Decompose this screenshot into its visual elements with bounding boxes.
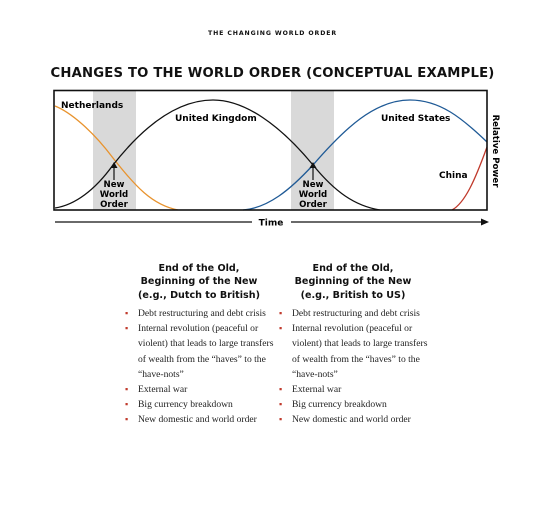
column-title-line-2: Beginning of the New (294, 276, 412, 288)
bullet-icon: ▪ (125, 323, 129, 334)
column-title-line-1: End of the Old, (158, 263, 240, 274)
list-item-text: Debt restructuring and debt crisis (292, 308, 420, 320)
bullet-icon: ▪ (279, 398, 283, 409)
bullet-icon: ▪ (279, 308, 283, 319)
list-item-text: New domestic and world order (138, 413, 257, 425)
list-item-text: Internal revolution (peaceful or violent… (138, 323, 274, 380)
list-item: ▪ Internal revolution (peaceful or violen… (124, 321, 274, 381)
arrow-right-icon (481, 218, 489, 226)
list-item-text: External war (138, 383, 188, 395)
bullet-icon: ▪ (279, 323, 283, 334)
transition-column-british-to-us: End of the Old, Beginning of the New (e.… (278, 262, 428, 427)
list-item-text: Debt restructuring and debt crisis (138, 308, 266, 320)
y-axis-label: Relative Power (490, 115, 500, 189)
x-axis-label: Time (259, 219, 284, 229)
series-line-united-kingdom (54, 99, 381, 211)
up-arrow-icon (110, 162, 118, 180)
series-line-china (451, 146, 488, 211)
bullet-icon: ▪ (125, 413, 129, 424)
running-title: THE CHANGING WORLD ORDER (207, 30, 338, 37)
transition-band-1 (93, 91, 136, 210)
column-title: End of the Old, Beginning of the New (e.… (278, 262, 428, 302)
transition-label-1-line-1: New (104, 180, 125, 190)
series-label-united-states: United States (381, 114, 450, 124)
bullet-icon: ▪ (125, 398, 129, 409)
bullet-icon: ▪ (125, 383, 129, 394)
up-arrow-icon (309, 162, 317, 180)
list-item-text: Big currency breakdown (138, 398, 233, 410)
list-item: ▪ New domestic and world order (124, 412, 274, 427)
transition-label-2-line-2: World (299, 190, 327, 200)
series-label-united-kingdom: United Kingdom (175, 114, 257, 124)
column-list: ▪ Debt restructuring and debt crisis ▪ Int… (124, 306, 274, 427)
column-title: End of the Old, Beginning of the New (e.… (124, 262, 274, 302)
plot-frame (53, 89, 488, 211)
list-item: ▪ Big currency breakdown (278, 397, 428, 412)
list-item: ▪ Big currency breakdown (124, 397, 274, 412)
transition-column-dutch-to-british: End of the Old, Beginning of the New (e.… (124, 262, 274, 427)
column-list: ▪ Debt restructuring and debt crisis ▪ Int… (278, 306, 428, 427)
list-item-text: External war (292, 383, 342, 395)
bullet-icon: ▪ (125, 308, 129, 319)
series-line-united-states (242, 99, 488, 211)
list-item-text: Big currency breakdown (292, 398, 387, 410)
column-title-line-3: (e.g., British to US) (300, 289, 406, 301)
list-item: ▪ External war (124, 382, 274, 397)
transition-label-2-line-3: Order (299, 200, 328, 210)
series-label-netherlands: Netherlands (61, 101, 123, 111)
column-title-line-3: (e.g., Dutch to British) (138, 289, 260, 301)
list-item-text: New domestic and world order (292, 413, 411, 425)
chart-title: CHANGES TO THE WORLD ORDER (CONCEPTUAL E… (50, 66, 495, 81)
transition-label-2-line-1: New (303, 180, 324, 190)
series-label-china: China (439, 171, 468, 181)
list-item: ▪ Internal revolution (peaceful or violen… (278, 321, 428, 381)
column-title-line-2: Beginning of the New (140, 276, 258, 288)
list-item: ▪ Debt restructuring and debt crisis (278, 306, 428, 321)
transition-label-1-line-2: World (100, 190, 128, 200)
list-item: ▪ New domestic and world order (278, 412, 428, 427)
list-item: ▪ External war (278, 382, 428, 397)
transition-label-1-line-3: Order (100, 200, 129, 210)
column-title-line-1: End of the Old, (312, 263, 394, 274)
list-item: ▪ Debt restructuring and debt crisis (124, 306, 274, 321)
bullet-icon: ▪ (279, 383, 283, 394)
bullet-icon: ▪ (279, 413, 283, 424)
series-line-netherlands (54, 105, 179, 211)
list-item-text: Internal revolution (peaceful or violent… (292, 323, 428, 380)
